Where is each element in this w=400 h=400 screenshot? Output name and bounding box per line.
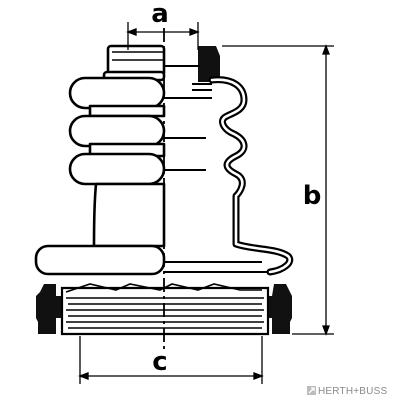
boot-exterior-view (34, 44, 166, 276)
dimension-b (222, 44, 334, 336)
boot-cross-section (164, 46, 294, 276)
dimension-a (126, 22, 200, 50)
boot-collar (36, 283, 292, 336)
brand-text: HERTH+BUSS (318, 386, 387, 397)
dimension-b-label: b (303, 181, 322, 211)
dimension-c (78, 336, 264, 384)
hb-arrow-logo (307, 386, 316, 395)
dimension-a-label: a (151, 0, 169, 29)
dimension-c-label: c (152, 347, 167, 377)
neck-ridges (112, 51, 164, 61)
